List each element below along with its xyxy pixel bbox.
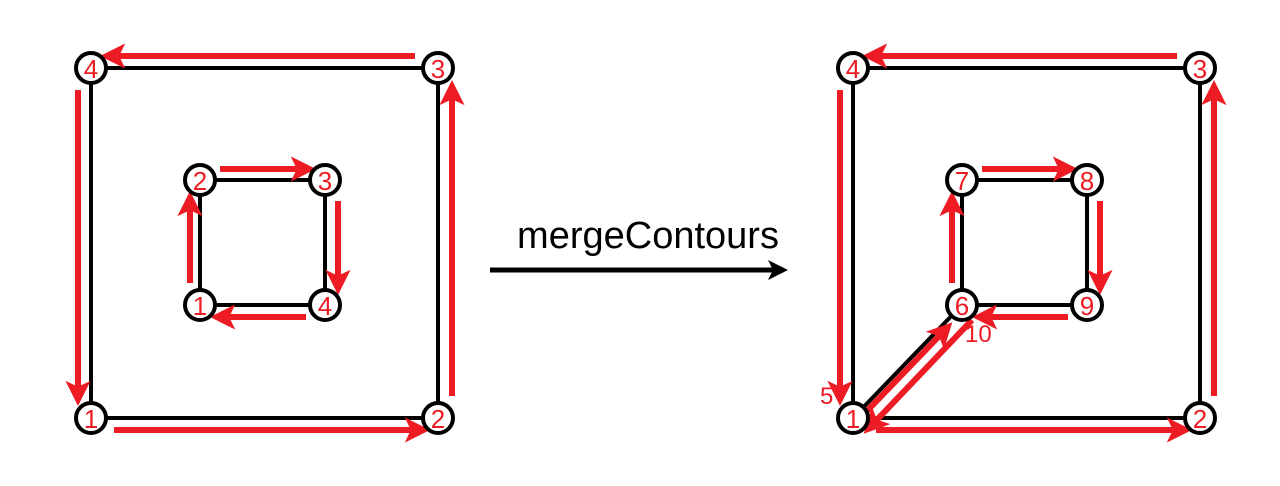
right-free-labels: 5 10 bbox=[820, 321, 992, 410]
node-circle bbox=[74, 401, 108, 435]
node-circle bbox=[1070, 163, 1104, 197]
node-label: 1 bbox=[84, 404, 98, 434]
node-circle bbox=[308, 163, 342, 197]
free-label-5: 5 bbox=[820, 383, 833, 410]
node-right-2[interactable]: 2 bbox=[1183, 401, 1217, 435]
node-left-inner-3[interactable]: 3 bbox=[308, 163, 342, 197]
edge-right-bridge bbox=[851, 303, 964, 420]
node-label: 2 bbox=[193, 166, 207, 196]
left-diagram-group: 1 2 3 4 1 bbox=[65, 43, 465, 443]
node-circle bbox=[945, 288, 979, 322]
node-right-7[interactable]: 7 bbox=[945, 163, 979, 197]
node-circle bbox=[836, 51, 870, 85]
left-inner-flow-arrows bbox=[177, 156, 351, 330]
node-right-4[interactable]: 4 bbox=[836, 51, 870, 85]
flow-right-bridge-10-1 bbox=[863, 317, 975, 434]
node-circle bbox=[836, 401, 870, 435]
node-label: 4 bbox=[846, 54, 860, 84]
node-circle bbox=[183, 163, 217, 197]
operation-label: mergeContours bbox=[517, 215, 779, 257]
node-label: 3 bbox=[431, 54, 445, 84]
node-left-outer-1[interactable]: 1 bbox=[74, 401, 108, 435]
right-flow-arrows bbox=[827, 43, 1227, 443]
node-circle bbox=[183, 288, 217, 322]
node-left-outer-2[interactable]: 2 bbox=[421, 401, 455, 435]
left-inner-edges bbox=[198, 178, 327, 307]
node-label: 8 bbox=[1080, 166, 1094, 196]
node-right-1[interactable]: 1 bbox=[836, 401, 870, 435]
right-inner-nodes: 6 7 8 9 bbox=[945, 163, 1104, 322]
node-circle bbox=[1183, 401, 1217, 435]
node-left-inner-2[interactable]: 2 bbox=[183, 163, 217, 197]
node-label: 2 bbox=[431, 404, 445, 434]
node-left-outer-3[interactable]: 3 bbox=[421, 51, 455, 85]
node-circle bbox=[1183, 51, 1217, 85]
left-outer-edges bbox=[89, 66, 440, 420]
node-right-9[interactable]: 9 bbox=[1070, 288, 1104, 322]
left-inner-nodes: 1 2 3 4 bbox=[183, 163, 342, 322]
node-right-6[interactable]: 6 bbox=[945, 288, 979, 322]
node-right-3[interactable]: 3 bbox=[1183, 51, 1217, 85]
node-label: 9 bbox=[1080, 291, 1094, 321]
free-label-10: 10 bbox=[965, 321, 992, 348]
operation-group: mergeContours bbox=[490, 215, 788, 280]
node-circle bbox=[1070, 288, 1104, 322]
node-label: 7 bbox=[955, 166, 969, 196]
node-label: 6 bbox=[955, 291, 969, 321]
left-outer-nodes: 1 2 3 4 bbox=[74, 51, 455, 435]
node-left-inner-4[interactable]: 4 bbox=[308, 288, 342, 322]
node-circle bbox=[945, 163, 979, 197]
node-circle bbox=[421, 401, 455, 435]
node-circle bbox=[74, 51, 108, 85]
right-diagram-group: 5 10 1 2 3 4 bbox=[820, 43, 1227, 443]
node-left-inner-1[interactable]: 1 bbox=[183, 288, 217, 322]
node-circle bbox=[421, 51, 455, 85]
node-label: 1 bbox=[846, 404, 860, 434]
node-right-8[interactable]: 8 bbox=[1070, 163, 1104, 197]
node-circle bbox=[308, 288, 342, 322]
node-label: 1 bbox=[193, 291, 207, 321]
right-edges bbox=[851, 66, 1202, 420]
node-label: 2 bbox=[1193, 404, 1207, 434]
node-left-outer-4[interactable]: 4 bbox=[74, 51, 108, 85]
node-label: 3 bbox=[1193, 54, 1207, 84]
node-label: 4 bbox=[318, 291, 332, 321]
left-outer-flow-arrows bbox=[65, 43, 465, 443]
right-outer-nodes: 1 2 3 4 bbox=[836, 51, 1217, 435]
flow-right-bridge-5-6 bbox=[863, 322, 953, 415]
node-label: 4 bbox=[84, 54, 98, 84]
node-label: 3 bbox=[318, 166, 332, 196]
